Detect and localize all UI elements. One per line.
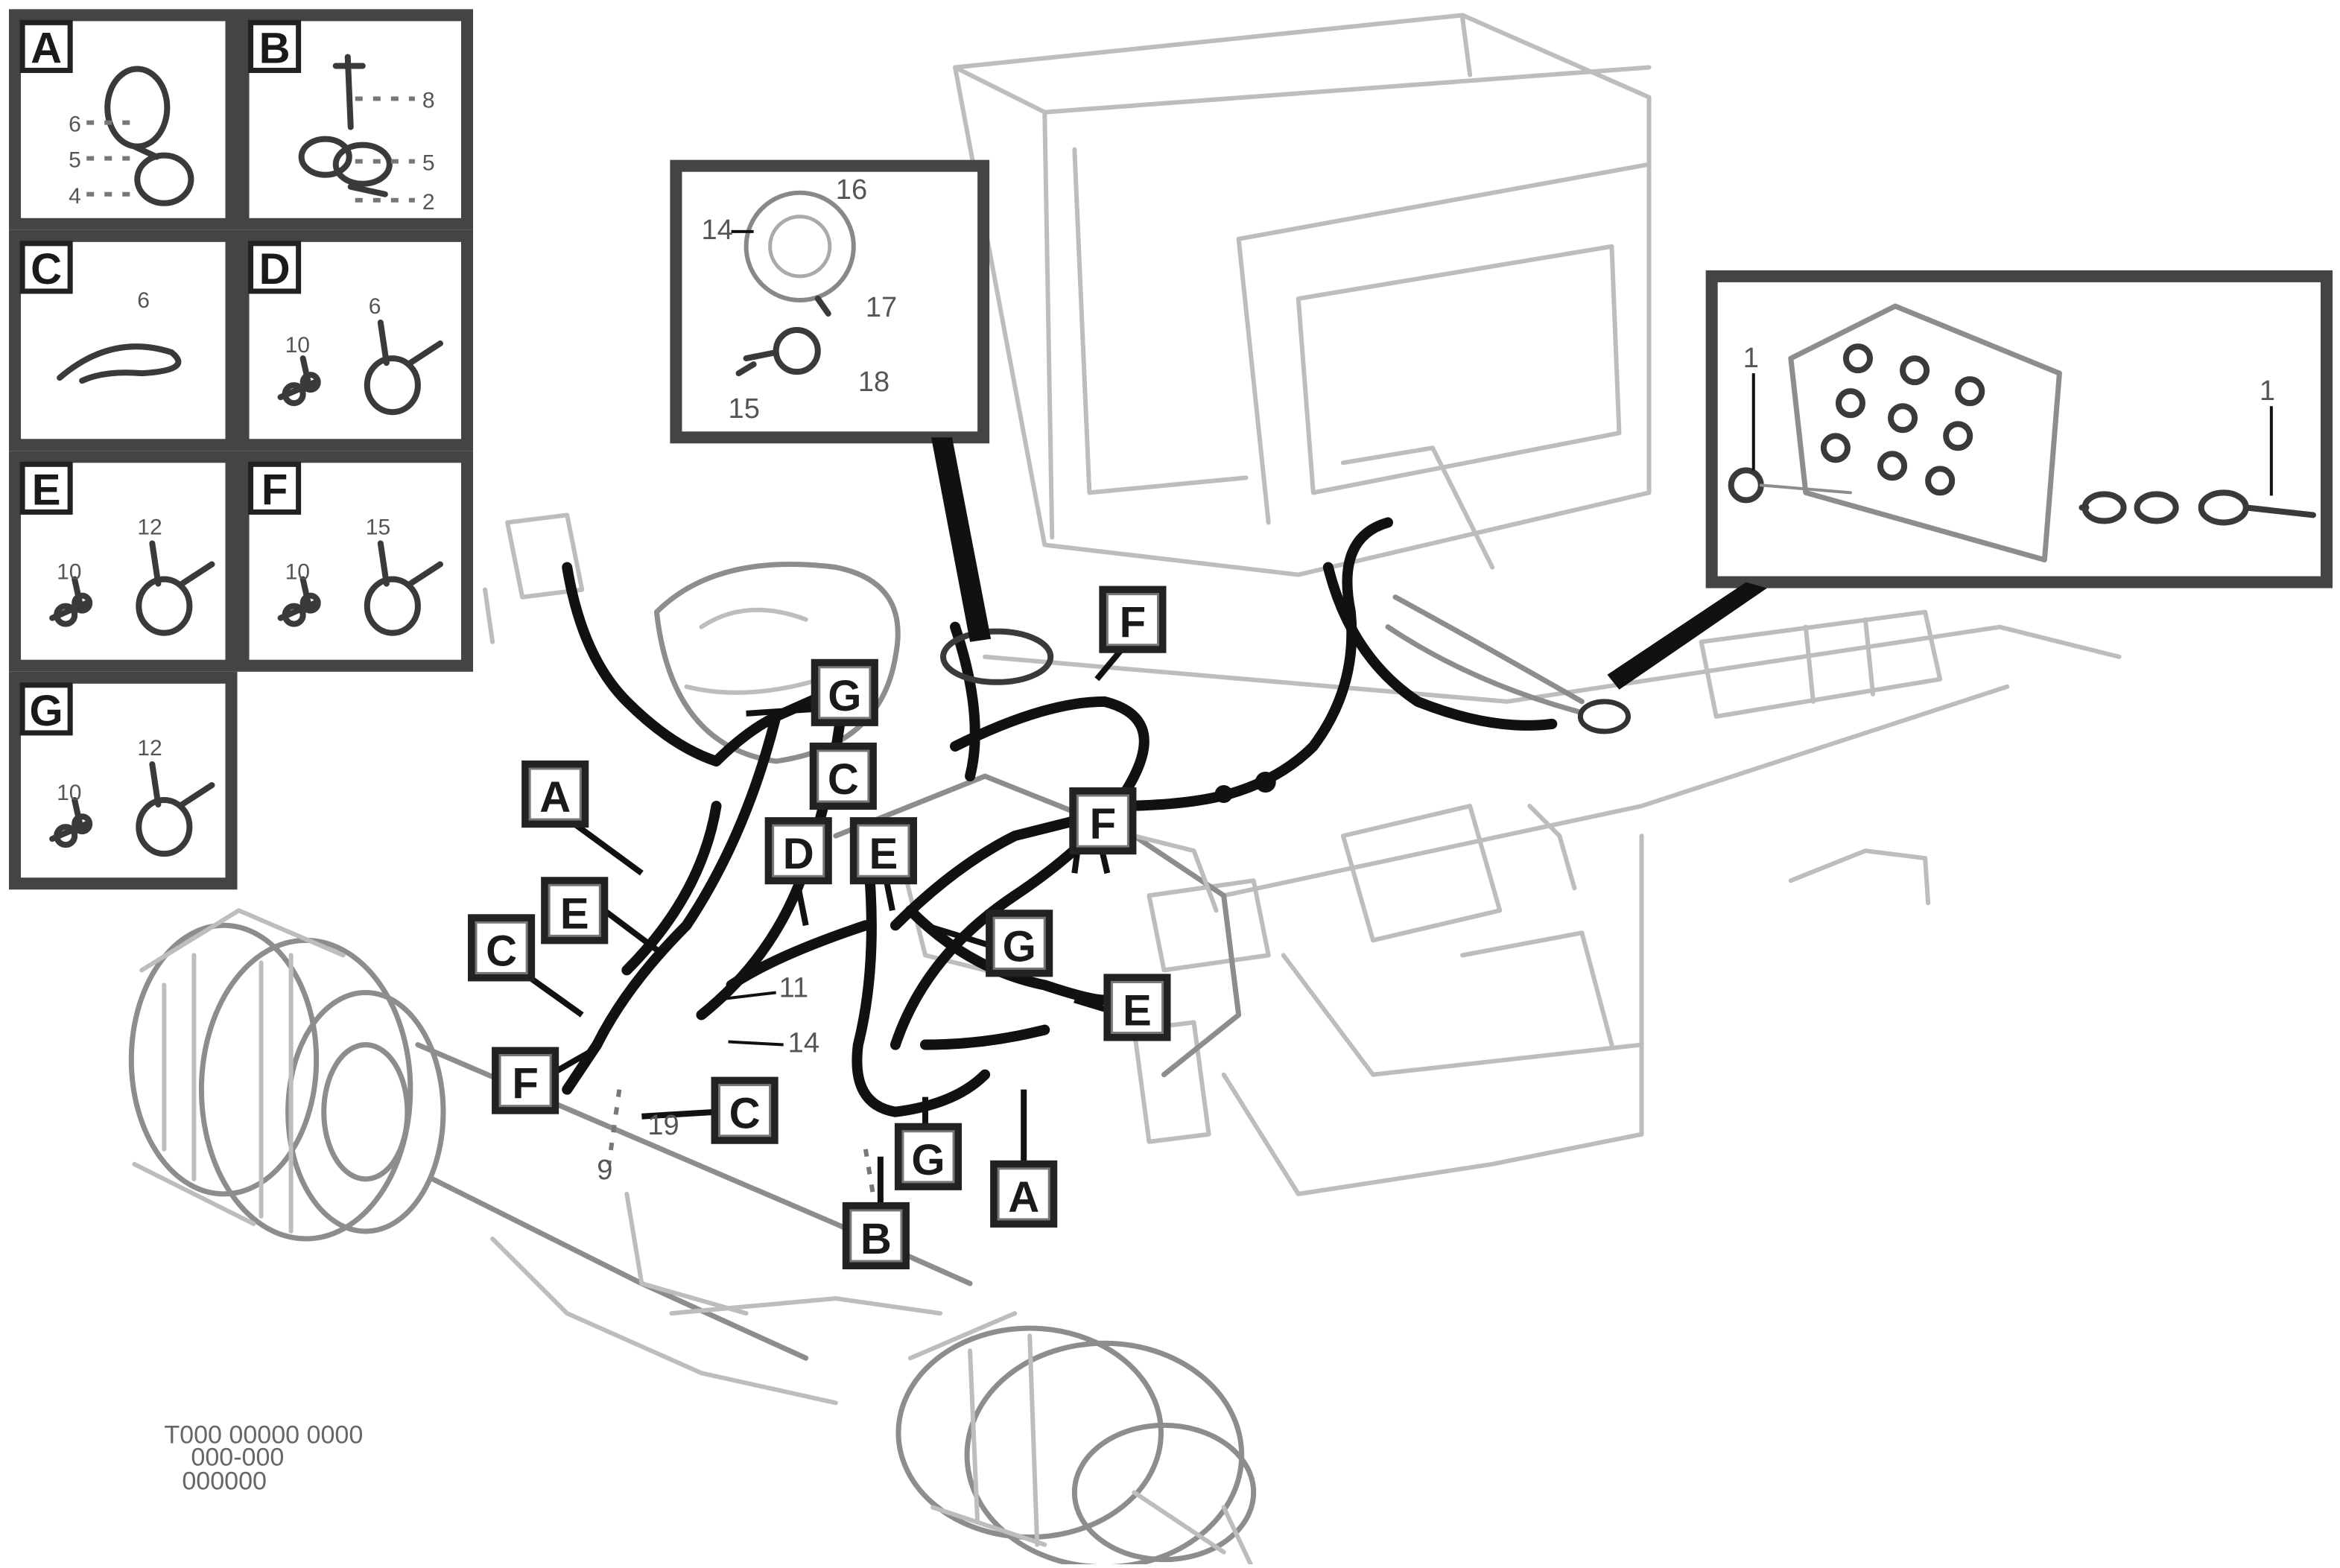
callout-label: E <box>869 830 898 878</box>
inset-part-b: 8 5 2 <box>298 54 435 215</box>
inset-f-num-0: 10 <box>285 560 310 585</box>
callout-label: C <box>729 1090 761 1138</box>
caption-line-2: 000-000 <box>191 1443 284 1471</box>
part-numbers: 11 14 19 9 <box>597 972 819 1185</box>
callout-b: B <box>842 1202 910 1270</box>
inset-label-a: A <box>31 24 62 72</box>
callout-label: F <box>1120 599 1146 647</box>
inset-b-num-2: 2 <box>422 190 435 215</box>
inset-f-num-1: 15 <box>366 515 390 539</box>
inset-panel-d: D 10 6 <box>237 229 474 451</box>
callout-f: F <box>492 1047 559 1114</box>
inset-label-b: B <box>259 24 291 72</box>
callout-g: G <box>894 1123 963 1190</box>
inset-a-num-2: 4 <box>69 184 81 209</box>
inset-panel-b: B 8 5 2 <box>237 9 474 230</box>
detail-top-num-4: 15 <box>729 393 760 425</box>
inset-label-c: C <box>31 245 62 293</box>
callout-e: E <box>1103 974 1171 1041</box>
inset-a-num-0: 6 <box>69 112 81 137</box>
callout-label: D <box>783 830 814 878</box>
inset-part-g: 10 12 <box>49 736 215 857</box>
rear-axle <box>669 1296 1257 1568</box>
callout-c: C <box>809 742 877 810</box>
inset-part-f: 10 15 <box>277 515 443 636</box>
bolt-hole-grid <box>1820 343 1985 496</box>
caption-line-3: 000000 <box>182 1467 267 1496</box>
callout-e: E <box>849 817 917 885</box>
frame-outline <box>983 609 2122 1196</box>
inset-label-d: D <box>259 245 291 293</box>
callout-e: E <box>541 877 609 945</box>
detail-top-num-3: 18 <box>858 366 890 398</box>
front-axle <box>128 908 973 1406</box>
detail-top-num-1: 16 <box>836 174 867 206</box>
callout-label: G <box>1003 922 1036 971</box>
callout-label: C <box>828 755 859 804</box>
detail-right-num-1: 1 <box>2260 375 2275 407</box>
detail-box-top: 14 16 17 18 15 <box>670 159 992 642</box>
callout-a: A <box>990 1160 1058 1228</box>
inset-c-num-0: 6 <box>137 288 150 313</box>
callout-a: A <box>521 760 589 828</box>
callout-d: D <box>764 817 832 885</box>
part-number-14: 14 <box>788 1028 819 1059</box>
detail-box-right: 1 1 <box>1607 270 2333 690</box>
callout-c: C <box>711 1076 779 1144</box>
callout-label: F <box>1090 800 1116 848</box>
detail-top-num-0: 14 <box>701 215 732 246</box>
part-number-9: 9 <box>597 1155 612 1186</box>
leader-lines <box>527 632 1137 1206</box>
callout-g: G <box>986 910 1053 977</box>
inset-label-e: E <box>32 466 61 514</box>
inset-part-e: 10 12 <box>49 515 215 636</box>
inset-g-num-1: 12 <box>137 736 162 761</box>
wiring-harness <box>562 517 1631 1117</box>
callout-label: E <box>560 889 589 938</box>
part-number-19: 19 <box>647 1110 679 1141</box>
inset-panel-f: F 10 15 <box>237 451 474 672</box>
caption-line-1: T000 00000 0000 <box>164 1421 363 1449</box>
part-number-11: 11 <box>779 972 809 1003</box>
inset-part-a: 6 5 4 <box>69 66 194 209</box>
inset-e-num-1: 12 <box>137 515 162 539</box>
callout-g: G <box>811 658 878 726</box>
callout-label: A <box>1008 1173 1039 1222</box>
callout-label: G <box>828 672 861 720</box>
inset-panel-e: E 10 12 <box>9 451 238 672</box>
inset-d-num-0: 10 <box>285 333 310 358</box>
cab-outline <box>953 13 1652 577</box>
inset-b-num-1: 5 <box>422 151 435 176</box>
callout-label: E <box>1123 987 1152 1035</box>
drawing-caption: T000 00000 0000 000-000 000000 <box>164 1421 363 1495</box>
callout-label: B <box>860 1215 892 1263</box>
inset-panel-c: C6 <box>9 229 238 451</box>
callout-label: F <box>512 1060 538 1108</box>
callout-f: F <box>1099 585 1167 653</box>
inset-panel-g: G 10 12 <box>9 671 238 890</box>
inset-g-num-0: 10 <box>57 781 81 805</box>
callout-label: G <box>911 1136 945 1184</box>
inset-b-num-0: 8 <box>422 89 435 113</box>
callout-c: C <box>467 914 536 982</box>
detail-top-num-2: 17 <box>866 292 897 323</box>
inset-part-c: 6 <box>57 288 182 384</box>
callout-label: A <box>539 773 571 822</box>
inset-label-f: F <box>261 466 288 514</box>
inset-e-num-0: 10 <box>57 560 81 585</box>
inset-d-num-1: 6 <box>369 294 381 319</box>
detail-right-num-0: 1 <box>1743 343 1759 374</box>
inset-panel-a: A 6 5 4 <box>9 9 238 230</box>
inset-label-g: G <box>30 687 63 735</box>
inset-part-d: 10 6 <box>277 294 443 416</box>
callout-label: C <box>486 927 517 975</box>
callout-f: F <box>1069 787 1137 855</box>
inset-a-num-1: 5 <box>69 148 81 173</box>
